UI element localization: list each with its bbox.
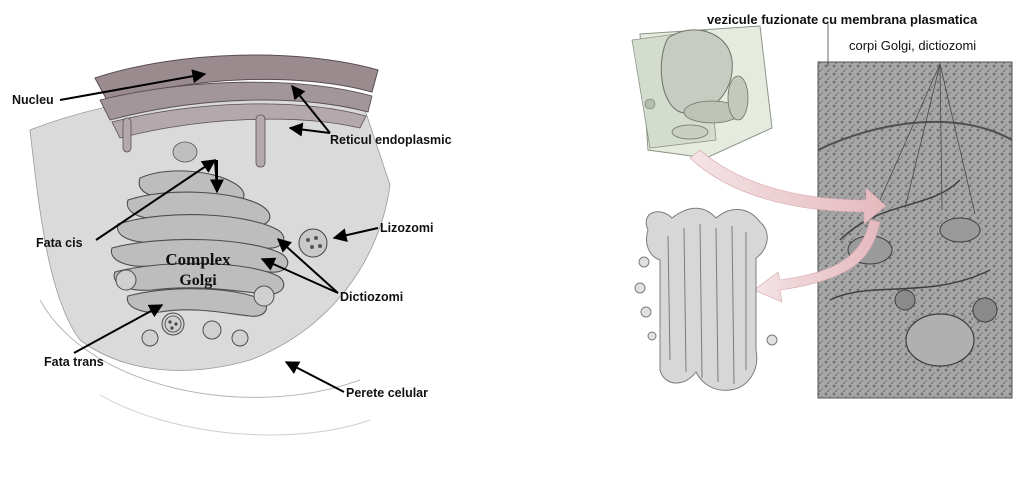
label-reticul-endoplasmic: Reticul endoplasmic — [330, 133, 452, 147]
left-golgi-illustration: Complex Golgi Nucleu Reticul endoplasmic… — [12, 55, 452, 435]
label-fata-cis: Fata cis — [36, 236, 83, 250]
lysosome — [299, 229, 327, 257]
label-fata-trans: Fata trans — [44, 355, 104, 369]
er-tube-1 — [123, 118, 131, 152]
label-nucleu: Nucleu — [12, 93, 54, 107]
plant-cell-3d — [632, 26, 772, 158]
label-corpi-golgi: corpi Golgi, dictiozomi — [849, 38, 976, 53]
label-perete-celular: Perete celular — [346, 386, 428, 400]
transport-vesicle-top — [173, 142, 197, 162]
er-tube-2 — [256, 115, 265, 167]
cell-wall-outline-2 — [100, 395, 370, 435]
golgi-stack-3d — [635, 208, 777, 390]
label-dictiozomi: Dictiozomi — [340, 290, 403, 304]
label-lizozomi: Lizozomi — [380, 221, 433, 235]
right-golgi-illustration: vezicule fuzionate cu membrana plasmatic… — [632, 12, 1012, 398]
golgi-complex-title-line1: Complex — [165, 250, 231, 269]
golgi-complex-title-line2: Golgi — [179, 272, 217, 289]
trans-vesicle-dotted — [165, 316, 181, 332]
label-vezicule-fuzionate: vezicule fuzionate cu membrana plasmatic… — [707, 12, 978, 27]
electron-micrograph — [818, 62, 1012, 398]
